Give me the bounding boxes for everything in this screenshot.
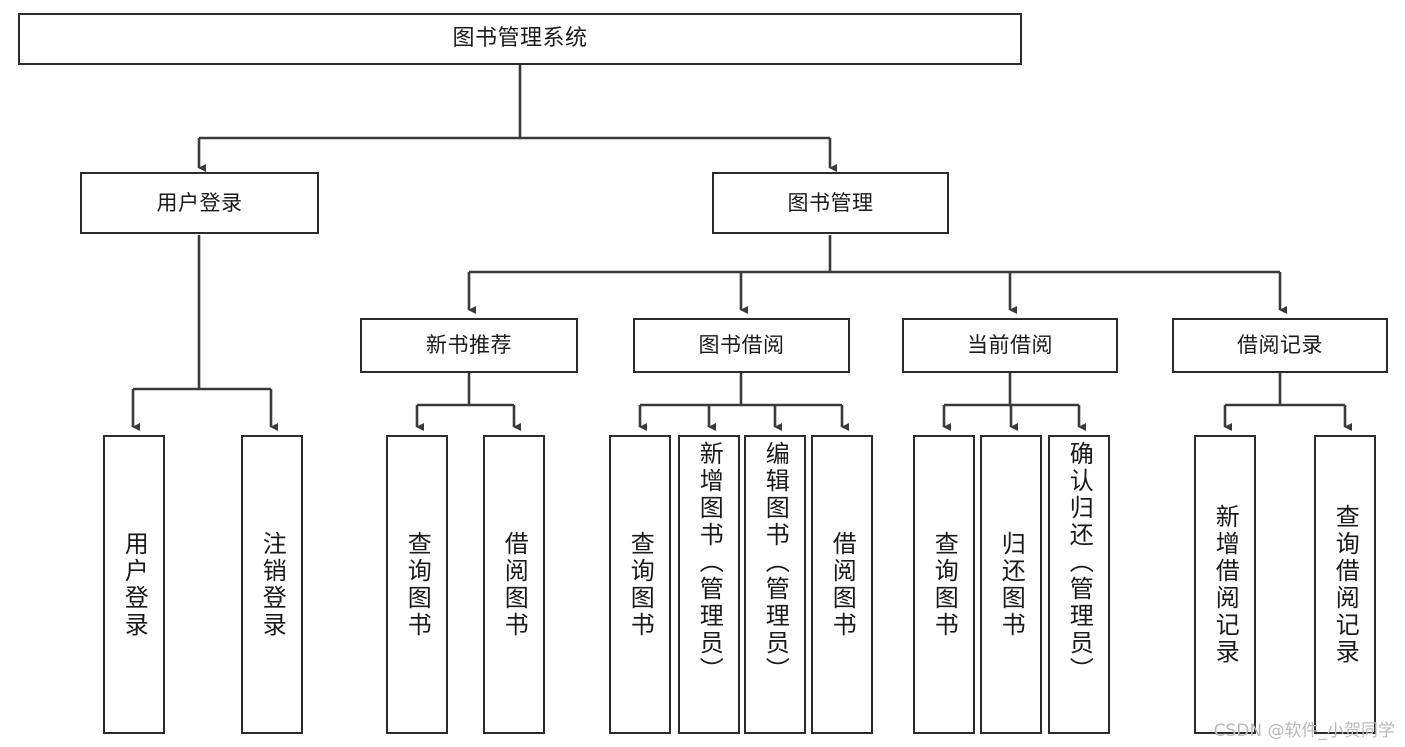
leaf-query-book-recommend[interactable]: 查询图书 [386,435,448,734]
leaf-edit-book-admin[interactable]: 编辑图书（管理员） [744,435,806,734]
leaf-query-borrow-record[interactable]: 查询借阅记录 [1314,435,1376,734]
node-borrow-record[interactable]: 借阅记录 [1172,318,1388,373]
node-label: 新增借阅记录 [1211,503,1240,666]
node-book-borrow[interactable]: 图书借阅 [633,318,850,373]
node-label: 查询图书 [403,530,432,639]
node-current-borrow[interactable]: 当前借阅 [902,318,1118,373]
leaf-query-book-current[interactable]: 查询图书 [913,435,975,734]
node-root-book-management-system[interactable]: 图书管理系统 [18,13,1022,65]
node-label: 查询图书 [930,530,959,639]
node-user-login[interactable]: 用户登录 [80,172,319,234]
leaf-user-login[interactable]: 用户登录 [103,435,165,734]
node-label: 查询借阅记录 [1331,503,1360,666]
node-label: 图书管理系统 [452,26,588,52]
leaf-query-book-borrow[interactable]: 查询图书 [609,435,671,734]
leaf-borrow-book-recommend[interactable]: 借阅图书 [483,435,545,734]
node-label: 新增图书（管理员） [695,441,724,684]
node-label: 借阅记录 [1237,333,1323,358]
node-label: 当前借阅 [967,333,1053,358]
node-label: 归还图书 [997,530,1026,639]
node-label: 确认归还（管理员） [1065,441,1094,684]
node-label: 用户登录 [120,530,149,639]
node-book-management[interactable]: 图书管理 [712,172,949,234]
node-label: 图书借阅 [698,333,785,358]
leaf-return-book[interactable]: 归还图书 [980,435,1042,734]
node-label: 用户登录 [156,190,243,215]
leaf-add-borrow-record[interactable]: 新增借阅记录 [1194,435,1256,734]
node-label: 查询图书 [626,530,655,639]
node-label: 编辑图书（管理员） [761,441,790,684]
node-label: 新书推荐 [426,333,512,358]
leaf-add-book-admin[interactable]: 新增图书（管理员） [678,435,740,734]
node-label: 图书管理 [787,190,874,215]
leaf-borrow-book[interactable]: 借阅图书 [811,435,873,734]
leaf-logout[interactable]: 注销登录 [241,435,303,734]
node-label: 借阅图书 [828,530,857,639]
leaf-confirm-return-admin[interactable]: 确认归还（管理员） [1048,435,1110,734]
node-new-book-recommend[interactable]: 新书推荐 [360,318,578,373]
node-label: 注销登录 [258,530,287,639]
node-label: 借阅图书 [500,530,529,639]
csdn-watermark: CSDN @软件_小贺同学 [1213,721,1395,741]
